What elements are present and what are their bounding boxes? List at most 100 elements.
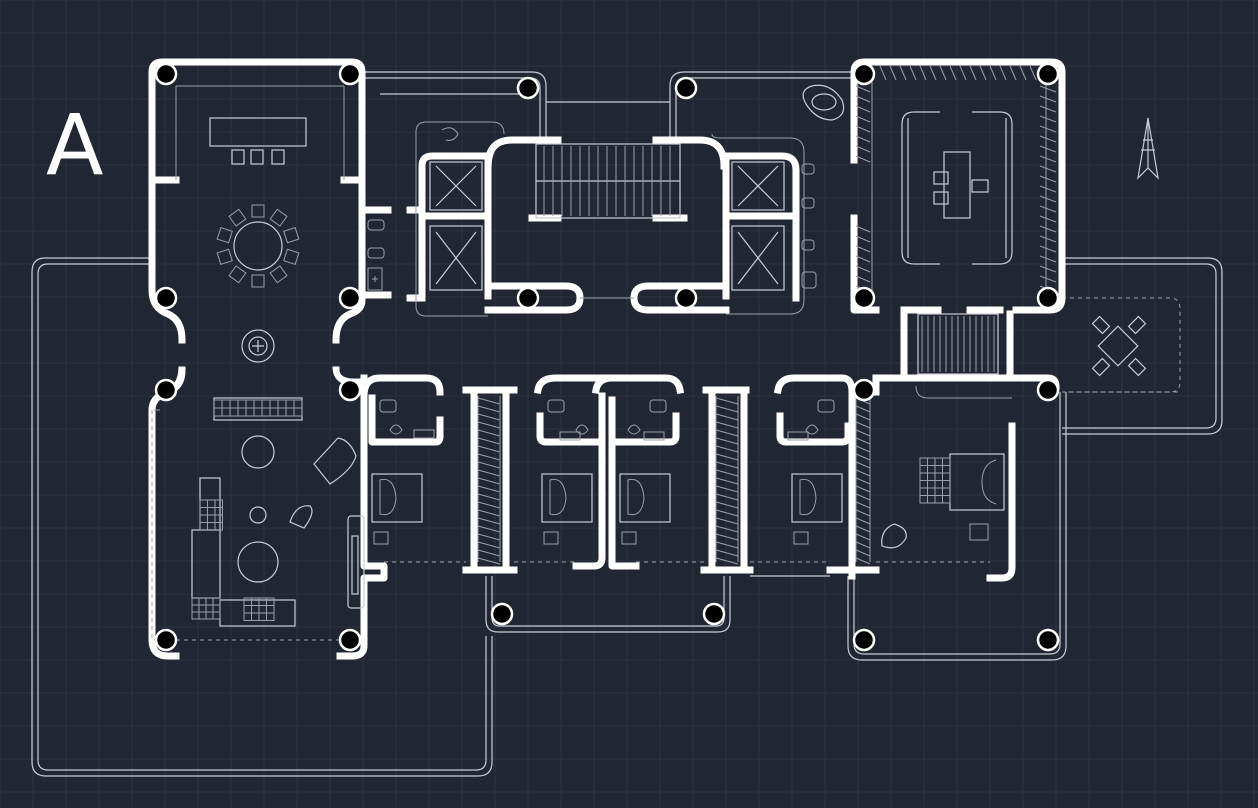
tile	[942, 465, 951, 474]
screen-slat	[1039, 185, 1057, 193]
strip-step	[855, 525, 871, 533]
column-icon	[1036, 62, 1060, 86]
screen-slat	[855, 265, 871, 273]
strip-step	[715, 445, 739, 453]
strip-step	[715, 549, 739, 557]
tile	[253, 407, 263, 417]
strip-step	[477, 421, 501, 429]
screen-slat	[959, 65, 967, 81]
screen-slat	[1039, 135, 1057, 143]
strip-step	[477, 397, 501, 405]
tile	[251, 597, 260, 606]
strip-step	[477, 477, 501, 485]
screen-slat	[855, 155, 871, 163]
screen-slat	[989, 65, 997, 81]
tile	[245, 399, 255, 409]
screen-slat	[855, 275, 871, 283]
screen-slat	[1039, 255, 1057, 263]
screen-slat	[1039, 115, 1057, 123]
tile	[199, 507, 208, 516]
lounge-grid-tiles	[191, 399, 303, 621]
tile	[214, 514, 223, 523]
tile	[199, 514, 208, 523]
strip-step	[477, 493, 501, 501]
tile	[199, 522, 208, 531]
strip-step	[715, 437, 739, 445]
nightstand	[543, 531, 559, 545]
outdoor-table-icon	[1091, 315, 1147, 377]
office-layout	[871, 78, 1047, 300]
dashed-guides	[151, 391, 1180, 641]
tile	[207, 522, 216, 531]
strip-step	[477, 485, 501, 493]
nightstand	[621, 531, 637, 545]
conference-table	[175, 85, 345, 180]
column-icon	[852, 62, 876, 86]
upper-corridor-outline	[362, 71, 852, 140]
screen-slat	[855, 115, 871, 123]
strip-step	[477, 461, 501, 469]
strip-step	[715, 421, 739, 429]
strip-step	[855, 549, 871, 557]
screen-slat	[1019, 65, 1027, 81]
strip-step	[855, 557, 871, 565]
tile	[934, 480, 943, 489]
column-icon	[338, 286, 362, 310]
screen-slat	[1039, 235, 1057, 243]
chair	[216, 226, 233, 244]
tile	[243, 612, 252, 621]
screen-slat	[855, 255, 871, 263]
chair	[283, 226, 300, 244]
strip-step	[855, 501, 871, 509]
chair	[251, 204, 265, 218]
screen-slat	[1039, 265, 1057, 273]
screen-slat	[1039, 165, 1057, 173]
tile	[277, 399, 287, 409]
column-icon	[516, 76, 540, 100]
tile	[205, 604, 214, 613]
screen-slat	[889, 65, 897, 81]
strip-step	[715, 413, 739, 421]
bed-icon	[371, 453, 1005, 545]
strip-step	[855, 421, 871, 429]
strip-step	[855, 413, 871, 421]
column-icon	[1036, 286, 1060, 310]
screen-slat	[1009, 65, 1017, 81]
strip-step	[715, 525, 739, 533]
strip-step	[855, 445, 871, 453]
column-icon	[1036, 378, 1060, 402]
strip-step	[477, 413, 501, 421]
strip-step	[715, 509, 739, 517]
chair	[228, 265, 247, 284]
column-icon	[338, 628, 362, 652]
tile	[205, 597, 214, 606]
screen-slat	[919, 65, 927, 81]
bedroom-extras	[881, 385, 1012, 549]
tile	[942, 472, 951, 481]
chair	[251, 274, 265, 288]
screen-slat	[1039, 145, 1057, 153]
chair	[269, 265, 288, 284]
screen-slat	[855, 135, 871, 143]
strip-step	[715, 501, 739, 509]
tile	[261, 407, 271, 417]
bed-pillow	[627, 478, 645, 516]
screen-slat	[1039, 95, 1057, 103]
tile	[258, 605, 267, 614]
bed-frame	[791, 473, 843, 523]
strip-step	[715, 493, 739, 501]
tile	[212, 604, 221, 613]
tile	[237, 407, 247, 417]
strip-step	[855, 469, 871, 477]
plan-label: A	[46, 96, 103, 194]
screen-slat	[939, 65, 947, 81]
strip-step	[715, 477, 739, 485]
column-icon	[852, 628, 876, 652]
screen-slat	[1039, 175, 1057, 183]
screen-slat	[929, 65, 937, 81]
screen-slat	[1039, 245, 1057, 253]
tile	[253, 399, 263, 409]
screen-slat	[999, 65, 1007, 81]
chair	[216, 248, 233, 266]
strip-step	[855, 485, 871, 493]
